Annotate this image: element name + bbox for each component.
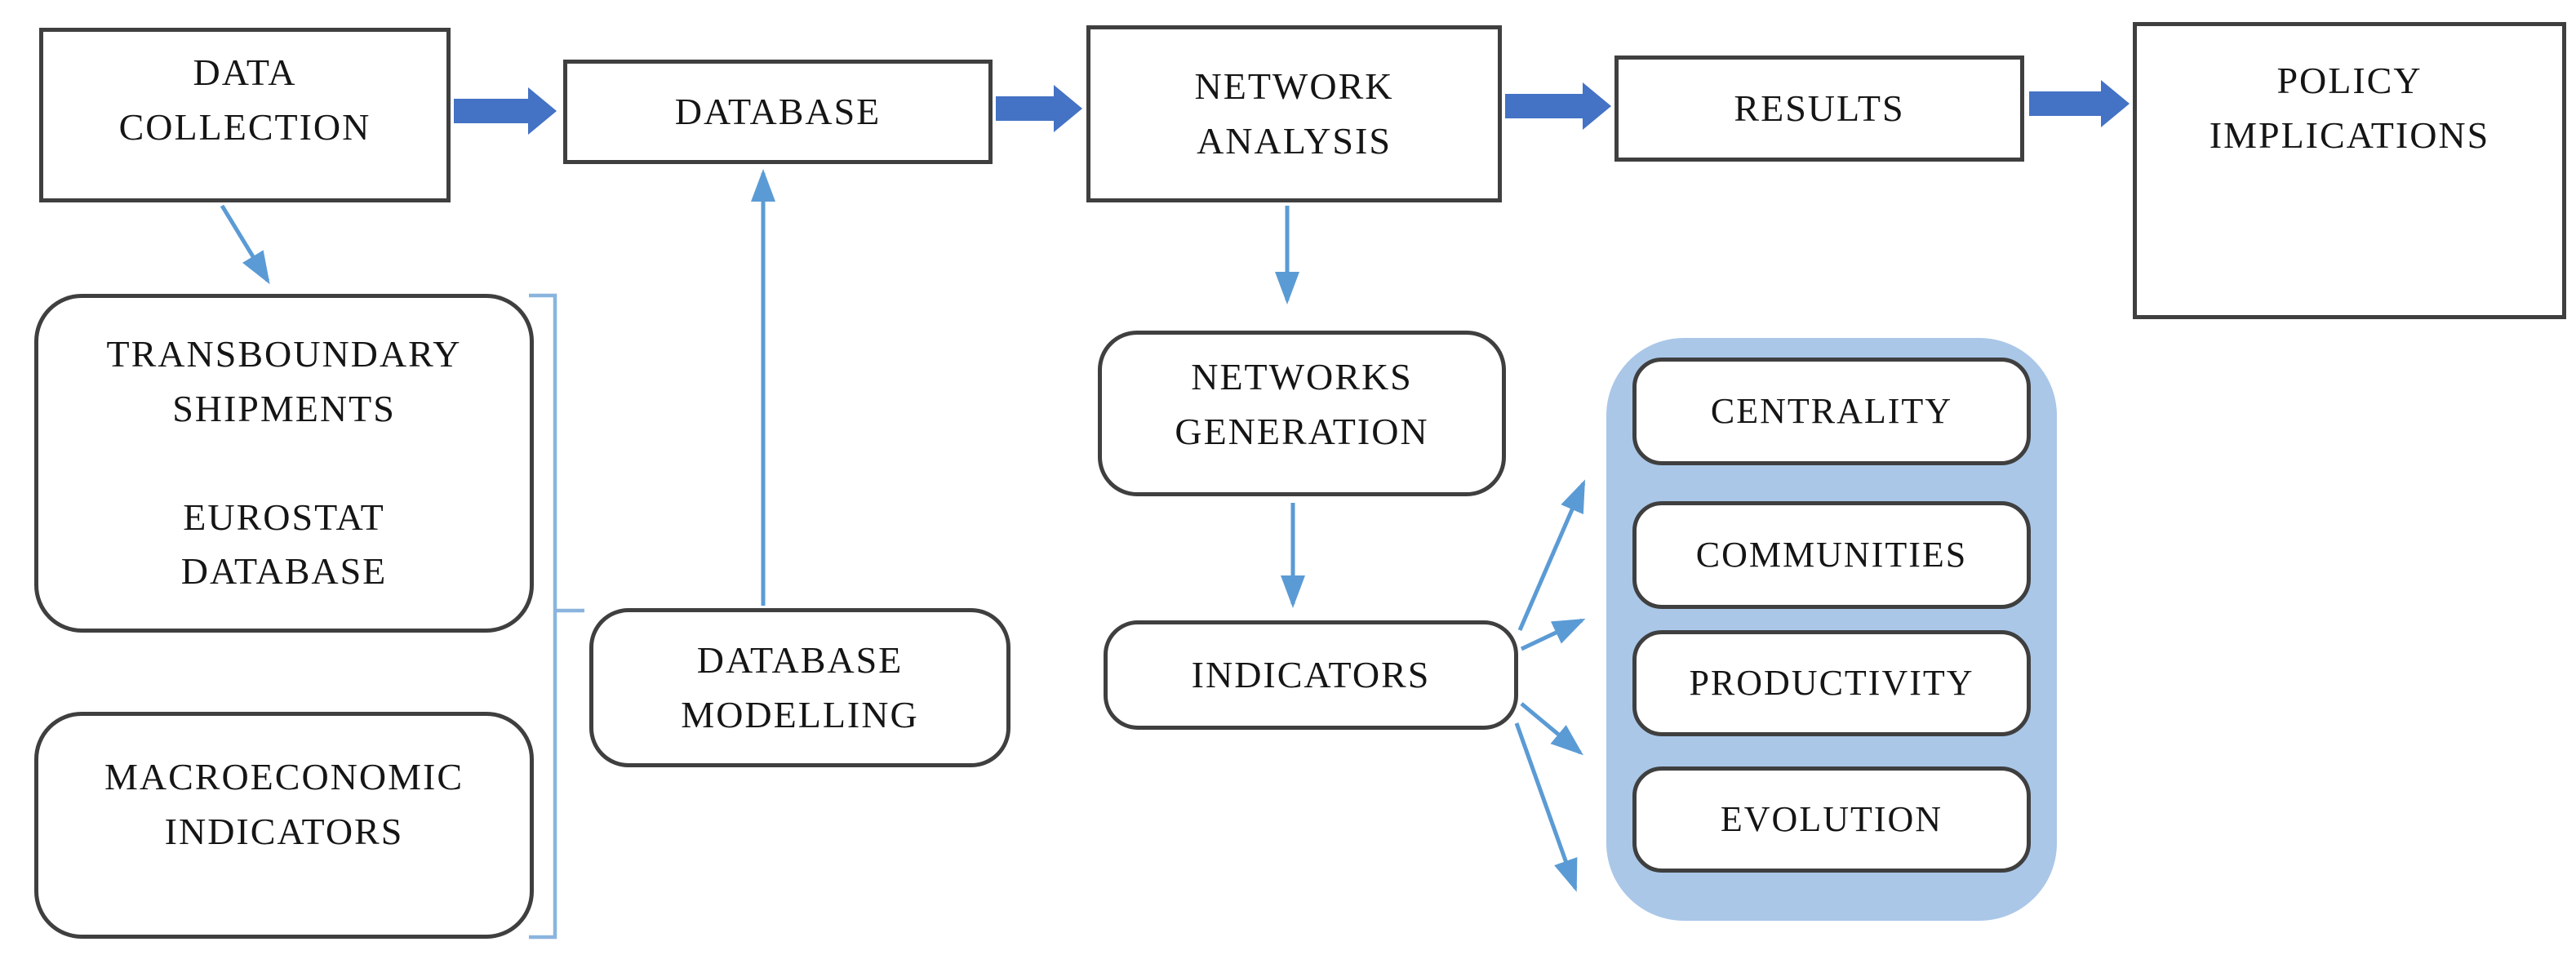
- arrow-indicators-to-evolution: [1514, 722, 1578, 892]
- box-indicators: INDICATORS: [1104, 620, 1518, 730]
- box-results: RESULTS: [1614, 56, 2024, 162]
- box-policy-implications: POLICY IMPLICATIONS: [2133, 22, 2566, 319]
- arrow-database-to-network-analysis: [996, 85, 1082, 132]
- arrow-indicators-to-communities: [1520, 618, 1586, 651]
- box-network-analysis: NETWORK ANALYSIS: [1086, 25, 1502, 202]
- box-productivity: PRODUCTIVITY: [1632, 630, 2031, 736]
- box-data-collection: DATA COLLECTION: [39, 28, 451, 202]
- transboundary-shipments-label: TRANSBOUNDARY SHIPMENTS: [106, 333, 462, 429]
- box-macroeconomic-indicators: MACROECONOMIC INDICATORS: [34, 712, 534, 939]
- box-evolution: EVOLUTION: [1632, 766, 2031, 873]
- arrow-data-collection-to-database: [454, 87, 557, 135]
- arrow-data-collection-to-sources: [220, 204, 270, 285]
- box-database: DATABASE: [563, 60, 993, 164]
- box-centrality: CENTRALITY: [1632, 358, 2031, 465]
- arrow-indicators-to-centrality: [1517, 479, 1586, 631]
- eurostat-database-label: EUROSTAT DATABASE: [180, 495, 388, 593]
- box-transboundary-eurostat: TRANSBOUNDARY SHIPMENTS EUROSTAT DATABAS…: [34, 294, 534, 633]
- box-communities: COMMUNITIES: [1632, 501, 2031, 609]
- arrow-results-to-policy-implications: [2029, 80, 2130, 127]
- arrow-indicators-to-productivity: [1520, 702, 1583, 756]
- arrow-network-analysis-to-results: [1505, 82, 1611, 130]
- box-database-modelling: DATABASE MODELLING: [589, 608, 1010, 767]
- sources-group-bracket: [529, 293, 584, 940]
- box-networks-generation: NETWORKS GENERATION: [1098, 331, 1506, 496]
